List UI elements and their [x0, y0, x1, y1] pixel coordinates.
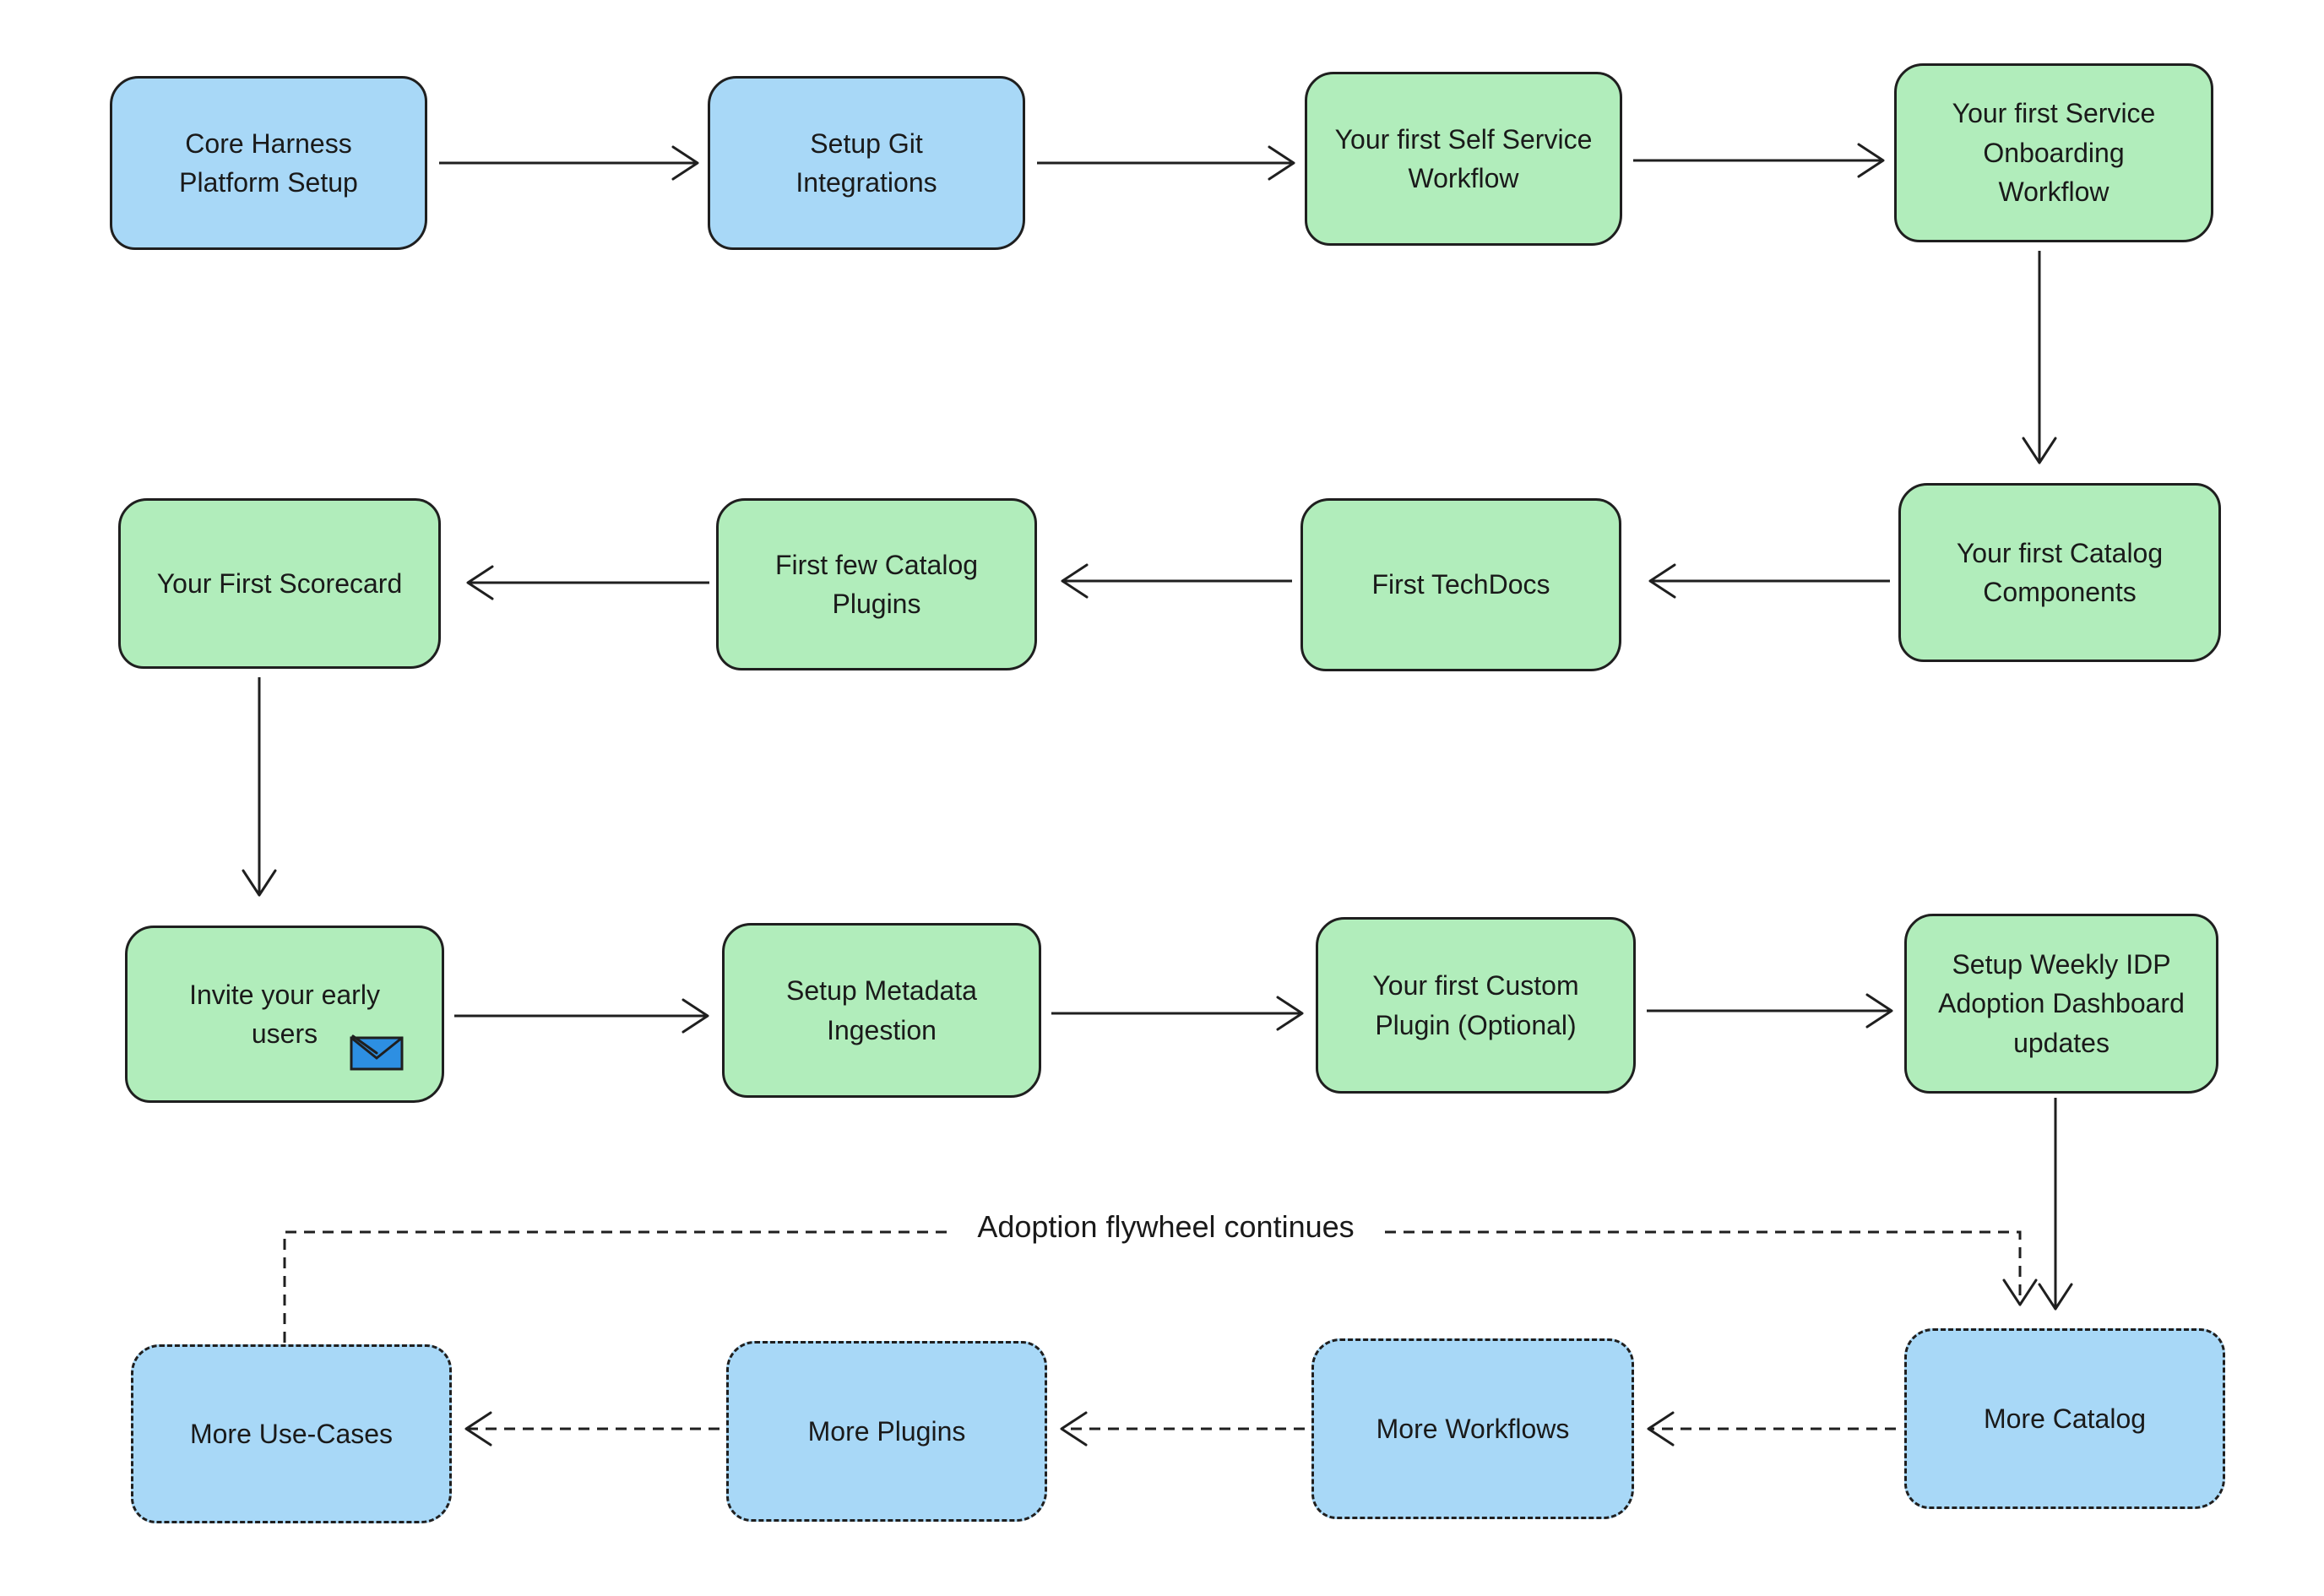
- node-more-workflows: More Workflows: [1311, 1338, 1634, 1519]
- node-your-first-scorecard: Your First Scorecard: [118, 498, 441, 669]
- node-label: Setup Git Integrations: [795, 128, 937, 198]
- node-label: More Workflows: [1376, 1413, 1570, 1444]
- flywheel-loop-path: [283, 1230, 948, 1343]
- node-first-techdocs: First TechDocs: [1300, 498, 1621, 671]
- node-weekly-idp-adoption-dashboard: Setup Weekly IDP Adoption Dashboard upda…: [1904, 914, 2218, 1094]
- node-label: Your first Service Onboarding Workflow: [1952, 98, 2156, 208]
- node-label: Setup Metadata Ingestion: [786, 975, 977, 1045]
- node-setup-git-integrations: Setup Git Integrations: [708, 76, 1025, 250]
- node-label: First TechDocs: [1371, 569, 1550, 600]
- node-first-few-catalog-plugins: First few Catalog Plugins: [716, 498, 1037, 670]
- node-more-plugins: More Plugins: [726, 1341, 1047, 1522]
- node-first-self-service-workflow: Your first Self Service Workflow: [1305, 72, 1622, 246]
- node-label: Your First Scorecard: [156, 567, 403, 599]
- node-label: Your first Custom Plugin (Optional): [1372, 970, 1579, 1040]
- node-more-use-cases: More Use-Cases: [131, 1344, 452, 1523]
- node-more-catalog: More Catalog: [1904, 1328, 2225, 1509]
- flywheel-loop-label: Adoption flywheel continues: [953, 1208, 1379, 1247]
- node-label: More Plugins: [807, 1415, 966, 1447]
- flywheel-loop-arrow: [1385, 1230, 2038, 1306]
- node-label: Your first Self Service Workflow: [1334, 123, 1593, 193]
- node-label: Setup Weekly IDP Adoption Dashboard upda…: [1938, 948, 2185, 1058]
- node-first-custom-plugin: Your first Custom Plugin (Optional): [1316, 917, 1636, 1094]
- node-label: More Catalog: [1983, 1403, 2147, 1434]
- node-label: Your first Catalog Components: [1956, 537, 2164, 607]
- node-label: Invite your early users: [189, 979, 380, 1049]
- node-label: First few Catalog Plugins: [774, 549, 979, 619]
- node-core-harness-platform-setup: Core Harness Platform Setup: [110, 76, 427, 250]
- node-first-catalog-components: Your first Catalog Components: [1898, 483, 2221, 662]
- node-label: Core Harness Platform Setup: [179, 128, 358, 198]
- envelope-icon: [350, 1034, 404, 1071]
- node-setup-metadata-ingestion: Setup Metadata Ingestion: [722, 923, 1041, 1098]
- node-label: More Use-Cases: [189, 1418, 394, 1449]
- node-first-service-onboarding-workflow: Your first Service Onboarding Workflow: [1894, 63, 2213, 242]
- node-invite-early-users: Invite your early users: [125, 926, 444, 1103]
